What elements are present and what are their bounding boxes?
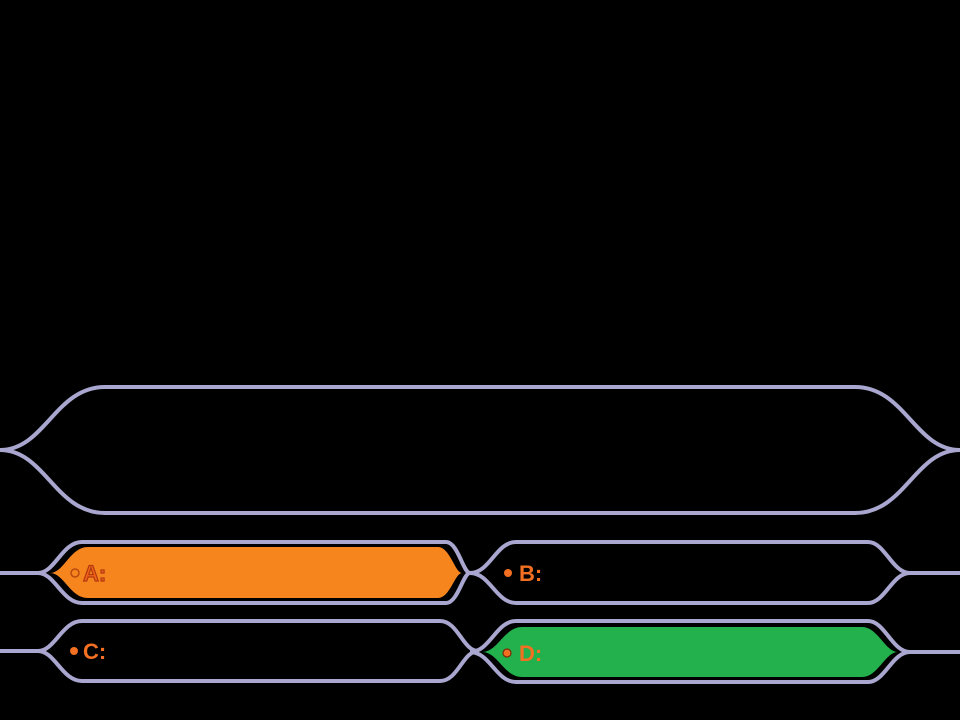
answer-a-highlight [50, 547, 462, 598]
answer-d-highlight [482, 627, 898, 677]
answer-a-button[interactable]: A: [37, 540, 471, 605]
answer-c-button[interactable]: C: [37, 619, 479, 683]
answer-a-bullet-icon [70, 568, 80, 578]
question-panel [0, 385, 960, 515]
answer-c-label: C: [83, 639, 106, 664]
answer-d-button[interactable]: D: [469, 619, 911, 684]
answer-a-label: A: [83, 561, 106, 586]
answer-d-label: D: [519, 641, 542, 666]
answer-c-bullet-icon [70, 647, 78, 655]
question-frame [0, 385, 960, 515]
answer-b-label: B: [519, 561, 542, 586]
answer-d-bullet-icon [502, 648, 512, 658]
answer-b-bullet-icon [504, 569, 512, 577]
answer-b-button[interactable]: B: [469, 540, 911, 605]
answer-b-frame [469, 540, 911, 605]
